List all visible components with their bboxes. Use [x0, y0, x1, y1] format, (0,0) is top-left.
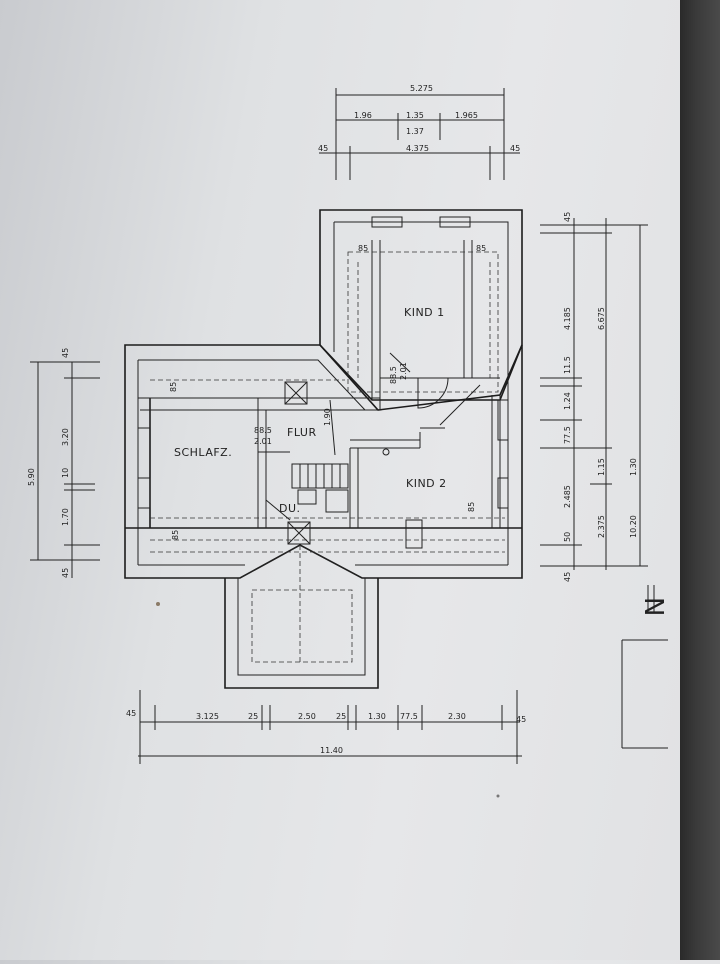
top-dim-mid: 1.37: [406, 127, 424, 136]
bottom-dim-wall1: 25: [248, 712, 258, 721]
left-dim-seg3: 1.70: [61, 508, 70, 526]
left-dim-bottom-wall: 45: [61, 568, 70, 578]
bottom-dim-wall3: 77.5: [400, 712, 418, 721]
dark-table-edge: [680, 0, 720, 960]
right-dim-kind2-depth: 2.485: [563, 485, 572, 508]
top-dimension-chain: 5.275 1.96 1.35 1.965 1.37 4.375 45 45: [318, 84, 520, 180]
right-dim-wall3: 50: [563, 532, 572, 542]
right-dim-seg1: 1.15: [597, 458, 606, 476]
top-dim-inner: 4.375: [406, 144, 429, 153]
right-dim-flur: 1.24: [563, 392, 572, 410]
right-dim-wall2: 77.5: [563, 426, 572, 444]
right-dim-bottom-wall: 45: [563, 572, 572, 582]
inner-dim-kind1-left: 85: [358, 244, 368, 253]
top-dim-left-wall: 45: [318, 144, 328, 153]
top-dim-seg2: 1.35: [406, 111, 424, 120]
right-dim-lower: 2.375: [597, 515, 606, 538]
inner-dim-schlafz-top: 85: [169, 382, 178, 392]
left-dim-seg2: 10: [61, 468, 70, 478]
left-dim-seg1: 3.20: [61, 428, 70, 446]
right-dim-kind1-depth: 4.185: [563, 307, 572, 330]
top-dim-right-wall: 45: [510, 144, 520, 153]
room-label-schlafz: SCHLAFZ.: [174, 446, 232, 459]
bottom-dim-right-wall: 45: [516, 715, 526, 724]
inner-dimensions: 85 85 85 85 85 88.5 2.01 1.90 88.5 2.01: [169, 244, 486, 540]
inner-dim-kind1-right: 85: [476, 244, 486, 253]
right-dimension-chain: 45 4.185 6.675 11.5 1.24 77.5 1.15 1.30 …: [540, 212, 648, 582]
north-arrow-icon: N: [621, 585, 668, 749]
room-label-kind2: KIND 2: [406, 477, 447, 490]
right-dim-seg2: 1.30: [629, 458, 638, 476]
room-label-du: DU.: [279, 502, 301, 515]
left-dim-top-wall: 45: [61, 348, 70, 358]
north-mark-text: N: [638, 597, 668, 616]
inner-dim-schlafz-bottom: 85: [171, 530, 180, 540]
top-dim-seg3: 1.965: [455, 111, 478, 120]
inner-dim-flur-b: 2.01: [254, 437, 272, 446]
paper-speck: [156, 602, 160, 606]
inner-dim-flur-a: 88.5: [254, 426, 272, 435]
right-dim-top-wall: 45: [563, 212, 572, 222]
top-dim-overall: 5.275: [410, 84, 433, 93]
bottom-dim-seg4: 2.30: [448, 712, 466, 721]
bottom-dim-seg2: 2.50: [298, 712, 316, 721]
bottom-dim-total: 11.40: [320, 746, 343, 755]
bottom-dim-wall2: 25: [336, 712, 346, 721]
inner-dim-flur-height: 1.90: [323, 408, 332, 426]
bottom-dim-left-wall: 45: [126, 709, 136, 718]
bottom-dimension-chain: 45 3.125 25 2.50 25 1.30 77.5 2.30 45 11…: [126, 690, 526, 764]
right-dim-sum-upper: 6.675: [597, 307, 606, 330]
bottom-dim-seg3: 1.30: [368, 712, 386, 721]
left-dim-total: 5.90: [27, 468, 36, 486]
paper-speck: [496, 794, 500, 798]
right-dim-wall1: 11.5: [563, 356, 572, 374]
building-outline: [124, 209, 523, 689]
inner-dim-kind1-door-a: 88.5: [389, 366, 398, 384]
right-dim-total: 10.20: [629, 515, 638, 538]
inner-dim-kind1-door-b: 2.01: [399, 362, 408, 380]
bottom-dim-seg1: 3.125: [196, 712, 219, 721]
left-dimension-chain: 5.90 45 3.20 10 1.70 45: [27, 348, 100, 578]
inner-dim-kind2-right: 85: [467, 502, 476, 512]
room-label-kind1: KIND 1: [404, 306, 445, 319]
room-label-flur: FLUR: [287, 426, 317, 439]
top-dim-seg1: 1.96: [354, 111, 372, 120]
